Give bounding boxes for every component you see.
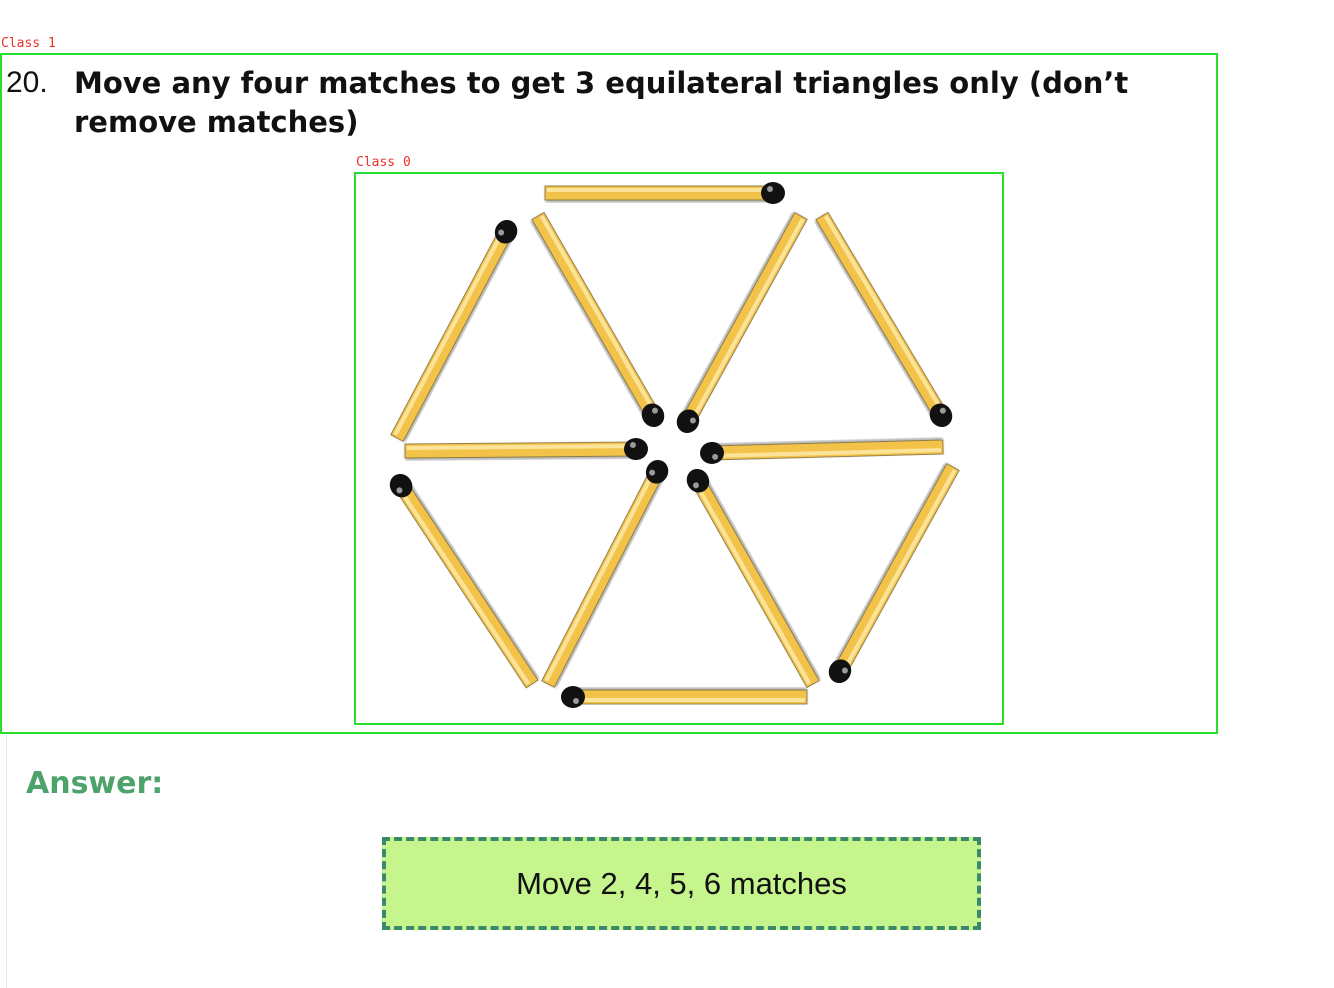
matchstick-head (389, 473, 413, 498)
matchstick (404, 438, 649, 461)
answer-text: Move 2, 4, 5, 6 matches (516, 865, 847, 901)
inner-detection-box (354, 172, 1004, 725)
matchstick-highlight (539, 215, 655, 410)
answer-heading: Answer: (26, 766, 164, 801)
matchstick-head-shine (396, 487, 403, 494)
matchstick-head-shine (629, 442, 636, 449)
matchstick-head-shine (649, 469, 656, 476)
matchstick-highlight (718, 448, 942, 458)
matchstick-highlight (400, 491, 531, 686)
matchstick-head-shine (767, 186, 773, 192)
matchstick-highlight (823, 215, 943, 410)
matchstick (676, 212, 808, 434)
question-text: Move any four matches to get 3 equilater… (74, 66, 1129, 139)
matchstick-head (561, 686, 585, 708)
matchstick (828, 463, 960, 684)
matchstick-head (929, 403, 953, 428)
matchstick-highlight (393, 234, 503, 436)
matchstick-head-shine (573, 698, 579, 704)
matchstick-head-shine (692, 482, 699, 489)
matchstick-head (641, 403, 665, 428)
matchstick-highlight (691, 218, 805, 419)
matchstick (686, 468, 820, 688)
matchstick-head (645, 459, 669, 484)
matchstick-head-shine (939, 407, 946, 414)
matchstick-highlight (406, 444, 630, 450)
matchstick (390, 219, 518, 442)
matchstick-head (676, 409, 700, 434)
matchstick-head-shine (841, 667, 848, 674)
matchstick (561, 686, 808, 708)
matchstick-highlight (843, 469, 957, 669)
matchstick-head (828, 659, 852, 684)
outer-detection-box (0, 53, 1218, 734)
matchstick (815, 211, 953, 428)
matchstick-highlight (547, 188, 767, 192)
matchstick (389, 473, 539, 689)
matchstick (531, 211, 665, 428)
matchstick-puzzle-figure (389, 182, 960, 708)
matchstick-head (686, 468, 710, 493)
matchstick-highlight (579, 698, 805, 702)
matchstick-head (761, 182, 785, 204)
matchstick-head-shine (689, 417, 696, 424)
matchstick-head-shine (498, 229, 505, 236)
page-left-rule (6, 733, 7, 988)
matchstick-head (699, 441, 724, 464)
matchstick-highlight (544, 474, 654, 682)
matchstick (544, 182, 785, 204)
matchstick (699, 439, 944, 464)
inner-detection-label: Class 0 (356, 155, 411, 170)
question-number: 20. (6, 66, 48, 99)
outer-detection-label: Class 1 (1, 36, 56, 51)
matchstick-highlight (696, 486, 812, 685)
matchstick-head (494, 219, 518, 244)
matchstick-head (624, 438, 649, 461)
matchstick (541, 459, 669, 688)
answer-box: Move 2, 4, 5, 6 matches (382, 837, 981, 930)
matchstick-head-shine (651, 407, 658, 414)
matchstick-head-shine (712, 453, 719, 460)
